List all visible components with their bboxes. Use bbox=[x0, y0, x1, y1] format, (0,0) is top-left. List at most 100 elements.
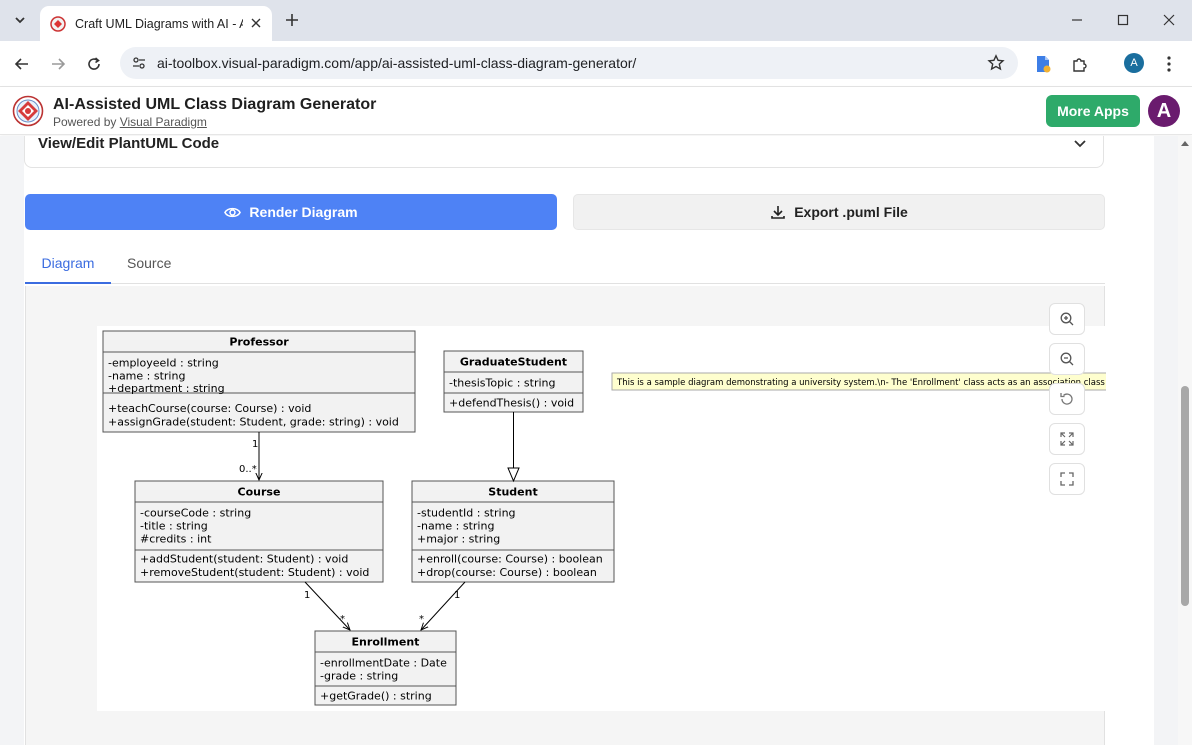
attribute: -courseCode : string bbox=[140, 507, 251, 520]
scroll-up-arrow-icon[interactable] bbox=[1181, 140, 1189, 148]
attribute: -studentId : string bbox=[417, 507, 516, 520]
zoom-out-icon bbox=[1060, 352, 1074, 366]
download-icon bbox=[771, 206, 786, 219]
diagram-note[interactable]: This is a sample diagram demonstrating a… bbox=[611, 372, 1106, 391]
export-label: Export .puml File bbox=[794, 204, 908, 220]
new-tab-button[interactable] bbox=[281, 9, 303, 31]
multiplicity: 1 bbox=[252, 439, 258, 450]
reset-icon bbox=[1060, 393, 1073, 405]
method: +teachCourse(course: Course) : void bbox=[108, 402, 311, 415]
tab-search-button[interactable] bbox=[6, 8, 34, 32]
arrow-left-icon bbox=[14, 58, 28, 70]
arrow-right-icon bbox=[52, 58, 66, 70]
accordion-title: View/Edit PlantUML Code bbox=[38, 136, 220, 152]
attribute: -title : string bbox=[140, 520, 208, 533]
class-graduate-student[interactable]: GraduateStudent -thesisTopic : string +d… bbox=[443, 350, 584, 413]
method: +defendThesis() : void bbox=[449, 397, 574, 410]
class-student[interactable]: Student -studentId : string -name : stri… bbox=[411, 480, 615, 583]
site-info-icon[interactable] bbox=[128, 52, 150, 74]
page-scrollbar[interactable] bbox=[1178, 136, 1192, 745]
close-tab-icon[interactable] bbox=[248, 15, 264, 31]
plantuml-code-accordion[interactable]: View/Edit PlantUML Code bbox=[24, 136, 1104, 168]
class-enrollment[interactable]: Enrollment -enrollmentDate : Date -grade… bbox=[314, 630, 457, 706]
multiplicity: * bbox=[340, 614, 345, 625]
bookmark-star-icon[interactable] bbox=[986, 53, 1006, 73]
uml-diagram-canvas[interactable]: Professor -employeeId : string -name : s… bbox=[97, 326, 1106, 711]
render-label: Render Diagram bbox=[249, 204, 358, 220]
attribute: -grade : string bbox=[320, 670, 398, 683]
class-name: GraduateStudent bbox=[460, 356, 567, 369]
class-name: Course bbox=[238, 486, 281, 499]
powered-by-text: Powered by Visual Paradigm bbox=[53, 115, 207, 129]
multiplicity: 1 bbox=[454, 590, 460, 601]
back-button[interactable] bbox=[9, 51, 35, 77]
attribute: -employeeId : string bbox=[108, 357, 219, 370]
minimize-icon bbox=[1072, 19, 1082, 21]
export-puml-button[interactable]: Export .puml File bbox=[573, 194, 1105, 230]
multiplicity: 0..* bbox=[239, 464, 257, 475]
extensions-puzzle-icon[interactable] bbox=[1069, 53, 1091, 75]
note-text: This is a sample diagram demonstrating a… bbox=[616, 378, 1106, 388]
association-course-enrollment: 1 * bbox=[304, 581, 350, 630]
browser-menu-icon[interactable] bbox=[1158, 53, 1180, 75]
forward-button[interactable] bbox=[45, 51, 71, 77]
extension-doc-icon[interactable] bbox=[1032, 53, 1054, 75]
class-course[interactable]: Course -courseCode : string -title : str… bbox=[134, 480, 384, 583]
multiplicity: * bbox=[419, 614, 424, 625]
browser-tab[interactable]: Craft UML Diagrams with AI - A bbox=[40, 6, 272, 41]
reload-icon bbox=[88, 57, 100, 70]
render-diagram-button[interactable]: Render Diagram bbox=[25, 194, 557, 230]
reload-button[interactable] bbox=[81, 51, 107, 77]
chevron-down-icon bbox=[1071, 136, 1089, 152]
address-bar[interactable]: ai-toolbox.visual-paradigm.com/app/ai-as… bbox=[120, 47, 1018, 79]
method: +assignGrade(student: Student, grade: st… bbox=[108, 416, 399, 429]
diagram-viewer[interactable]: Professor -employeeId : string -name : s… bbox=[25, 286, 1106, 745]
attribute: #credits : int bbox=[140, 533, 212, 546]
fit-to-screen-button[interactable] bbox=[1049, 423, 1085, 455]
multiplicity: 1 bbox=[304, 590, 310, 601]
attribute: -name : string bbox=[417, 520, 494, 533]
maximize-icon bbox=[1117, 14, 1129, 26]
browser-tabbar: Craft UML Diagrams with AI - A bbox=[0, 0, 1192, 41]
close-window-button[interactable] bbox=[1154, 8, 1184, 32]
more-apps-button[interactable]: More Apps bbox=[1046, 95, 1140, 127]
url-text: ai-toolbox.visual-paradigm.com/app/ai-as… bbox=[157, 55, 637, 71]
browser-toolbar: ai-toolbox.visual-paradigm.com/app/ai-as… bbox=[0, 41, 1192, 87]
fullscreen-button[interactable] bbox=[1049, 463, 1085, 495]
view-tabs: Diagram Source bbox=[25, 242, 1105, 284]
association-student-enrollment: 1 * bbox=[419, 581, 466, 630]
site-favicon-icon bbox=[50, 15, 66, 32]
attribute: +department : string bbox=[108, 382, 225, 395]
association-professor-course: 1 0..* bbox=[239, 432, 259, 480]
attribute: +major : string bbox=[417, 533, 500, 546]
eye-icon bbox=[224, 207, 242, 217]
plus-icon bbox=[286, 14, 298, 26]
method: +getGrade() : string bbox=[320, 690, 432, 703]
visual-paradigm-link[interactable]: Visual Paradigm bbox=[119, 115, 207, 129]
attribute: -thesisTopic : string bbox=[449, 377, 555, 390]
app-header: AI-Assisted UML Class Diagram Generator … bbox=[0, 87, 1192, 135]
maximize-button[interactable] bbox=[1108, 8, 1138, 32]
scrollbar-thumb[interactable] bbox=[1181, 386, 1189, 606]
zoom-out-button[interactable] bbox=[1049, 343, 1085, 375]
browser-profile-avatar[interactable]: A bbox=[1124, 53, 1144, 73]
method: +drop(course: Course) : boolean bbox=[417, 566, 597, 579]
zoom-in-icon bbox=[1060, 312, 1074, 326]
tab-source[interactable]: Source bbox=[127, 255, 172, 271]
close-icon bbox=[1163, 14, 1175, 26]
attribute: -enrollmentDate : Date bbox=[320, 657, 447, 670]
fullscreen-icon bbox=[1060, 472, 1074, 486]
minimize-button[interactable] bbox=[1062, 8, 1092, 32]
method: +enroll(course: Course) : boolean bbox=[417, 553, 603, 566]
zoom-in-button[interactable] bbox=[1049, 303, 1085, 335]
method: +addStudent(student: Student) : void bbox=[140, 553, 348, 566]
user-avatar[interactable]: A bbox=[1148, 95, 1180, 127]
tab-title: Craft UML Diagrams with AI - A bbox=[75, 16, 243, 31]
tab-diagram[interactable]: Diagram bbox=[25, 255, 111, 284]
class-name: Student bbox=[488, 486, 537, 499]
class-professor[interactable]: Professor -employeeId : string -name : s… bbox=[102, 330, 416, 433]
class-name: Enrollment bbox=[352, 636, 420, 649]
reset-zoom-button[interactable] bbox=[1049, 383, 1085, 415]
chevron-down-icon bbox=[15, 17, 25, 24]
uml-diagram-svg: Professor -employeeId : string -name : s… bbox=[102, 330, 1106, 706]
